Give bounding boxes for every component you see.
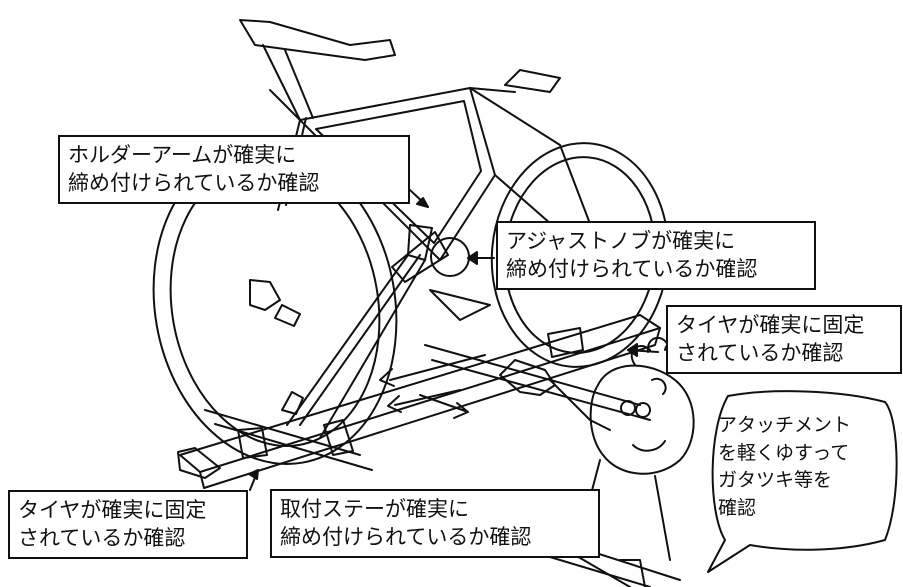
callout-tire-right-line-1: タイヤが確実に固定 [676, 313, 865, 337]
callout-tire-right-line-2: されているか確認 [676, 341, 844, 366]
motion-arrow-icon [379, 354, 486, 419]
speech-bubble-text: アタッチメント を軽くゆすって ガタツキ等を 確認 [718, 412, 880, 522]
callout-mount-stay-line-1: 取付ステーが確実に [280, 497, 469, 521]
callout-adjust-knob-line-2: 締め付けられているか確認 [506, 257, 758, 282]
callout-mount-stay: 取付ステーが確実に 締め付けられているか確認 [270, 489, 600, 558]
speech-bubble-line-4: 確認 [718, 496, 757, 519]
callout-tire-left: タイヤが確実に固定 されているか確認 [8, 490, 248, 559]
callout-mount-stay-line-2: 締め付けられているか確認 [280, 525, 532, 550]
callout-adjust-knob: アジャストノブが確実に 締め付けられているか確認 [496, 221, 816, 290]
callout-holder-arm: ホルダーアームが確実に 締め付けられているか確認 [58, 135, 410, 204]
callout-holder-arm-line-2: 締め付けられているか確認 [68, 171, 320, 196]
arrow-icon [248, 189, 659, 491]
callout-tire-left-line-1: タイヤが確実に固定 [18, 498, 207, 522]
roof-rack-illustration [177, 224, 661, 489]
callout-tire-left-line-2: されているか確認 [18, 526, 186, 551]
callout-adjust-knob-line-1: アジャストノブが確実に [506, 229, 736, 253]
callout-tire-right: タイヤが確実に固定 されているか確認 [666, 305, 902, 374]
callout-holder-arm-line-1: ホルダーアームが確実に [68, 143, 297, 167]
speech-bubble-line-3: ガタツキ等を [718, 469, 833, 492]
speech-bubble-line-2: を軽くゆすって [718, 441, 850, 464]
speech-bubble-shape [707, 390, 898, 573]
speech-bubble-line-1: アタッチメント [718, 414, 852, 436]
